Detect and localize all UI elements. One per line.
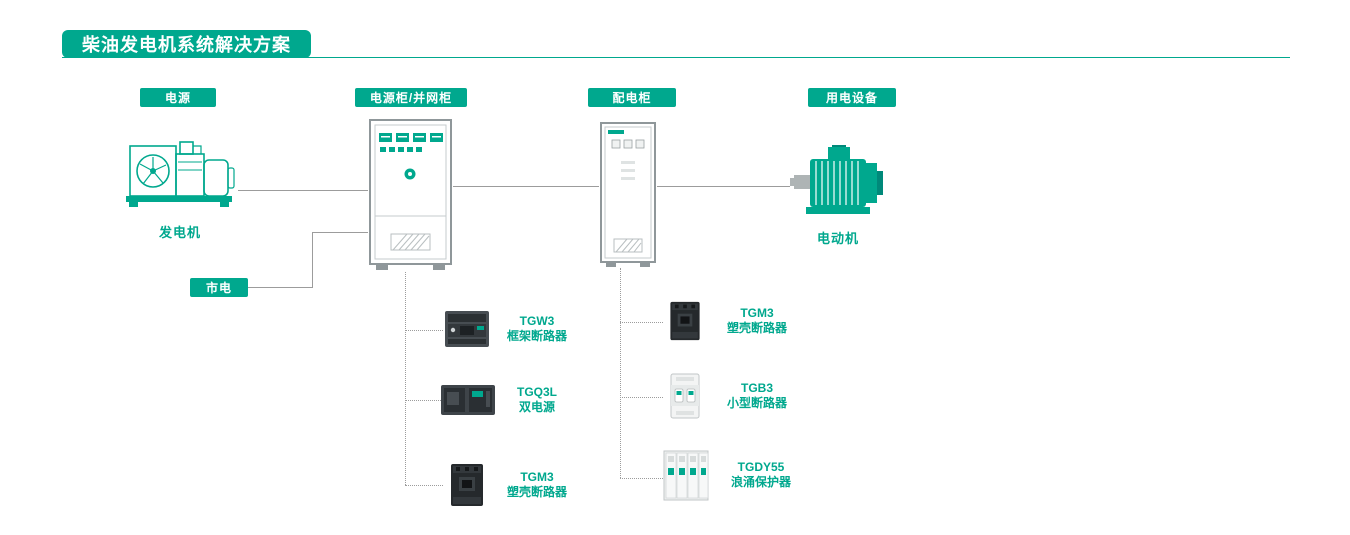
product-image-tgm3-right	[664, 298, 706, 344]
product-image-tgw3	[443, 308, 491, 350]
connector-distribution-to-motor	[657, 186, 790, 187]
product-callout-tgm3-left: TGM3 塑壳断路器	[492, 470, 582, 500]
generator-icon	[120, 118, 238, 214]
badge-power-cabinet: 电源柜/并网柜	[355, 88, 467, 107]
generator-label: 发电机	[158, 225, 201, 240]
connector-mains-to-cabinet	[312, 232, 368, 233]
product-name: 浪涌保护器	[730, 475, 791, 489]
title-underline	[62, 57, 1290, 58]
product-name: 双电源	[518, 400, 555, 414]
product-name: 框架断路器	[506, 329, 567, 343]
product-image-tgdy55	[662, 448, 710, 503]
dotted-trunk-distribution-cabinet	[620, 268, 621, 478]
connector-power-cabinet-to-distribution	[453, 186, 599, 187]
product-name: 小型断路器	[726, 396, 787, 410]
product-image-tgq3l	[440, 382, 496, 418]
product-callout-tgb3: TGB3 小型断路器	[712, 381, 802, 411]
product-model: TGW3	[519, 314, 555, 328]
product-model: TGM3	[520, 470, 554, 484]
motor-label: 电动机	[816, 231, 859, 246]
badge-electric-equipment: 用电设备	[808, 88, 896, 107]
product-model: TGB3	[740, 381, 773, 395]
power-cabinet-icon	[368, 118, 453, 272]
dotted-branch-tgm3-left	[405, 485, 443, 486]
dotted-branch-tgq3l	[405, 400, 443, 401]
product-callout-tgm3-right: TGM3 塑壳断路器	[712, 306, 802, 336]
badge-mains-power: 市电	[190, 278, 248, 297]
connector-mains-horizontal	[248, 287, 312, 288]
dotted-branch-tgdy55	[620, 478, 663, 479]
dotted-branch-tgb3	[620, 397, 663, 398]
product-model: TGQ3L	[516, 385, 557, 399]
product-callout-tgw3: TGW3 框架断路器	[492, 314, 582, 344]
dotted-trunk-power-cabinet	[405, 272, 406, 485]
badge-power-source: 电源	[140, 88, 216, 107]
motor-icon	[790, 145, 885, 219]
product-image-tgb3	[668, 372, 702, 420]
connector-generator-to-power-cabinet	[238, 190, 368, 191]
page-title: 柴油发电机系统解决方案	[62, 30, 311, 58]
product-callout-tgq3l: TGQ3L 双电源	[492, 385, 582, 415]
dotted-branch-tgm3-right	[620, 322, 663, 323]
product-model: TGDY55	[737, 460, 785, 474]
distribution-cabinet-icon	[599, 121, 657, 268]
product-image-tgm3-left	[444, 462, 490, 508]
connector-mains-vertical	[312, 232, 313, 288]
dotted-branch-tgw3	[405, 330, 443, 331]
product-name: 塑壳断路器	[506, 485, 567, 499]
product-model: TGM3	[740, 306, 774, 320]
product-name: 塑壳断路器	[726, 321, 787, 335]
badge-distribution-cabinet: 配电柜	[588, 88, 676, 107]
product-callout-tgdy55: TGDY55 浪涌保护器	[716, 460, 806, 490]
